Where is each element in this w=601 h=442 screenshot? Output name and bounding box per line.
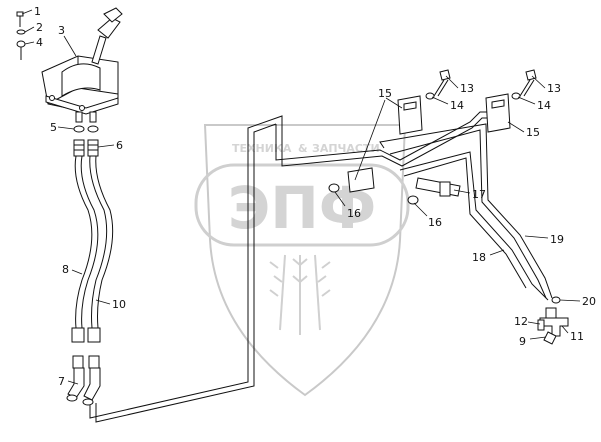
fitting-icon bbox=[545, 307, 557, 319]
callout-14-left: 14 bbox=[450, 99, 464, 112]
callout-8: 8 bbox=[62, 263, 69, 276]
washer-icon bbox=[425, 92, 435, 100]
callout-20: 20 bbox=[582, 295, 596, 308]
seal-ring-icon bbox=[73, 125, 85, 133]
seal-ring-icon bbox=[87, 125, 99, 133]
watermark: ТЕХНИКА & ЗАПЧАСТИ ЭПФ bbox=[194, 124, 410, 397]
washer-icon bbox=[511, 92, 521, 100]
elbow-fitting bbox=[83, 367, 101, 401]
callout-9: 9 bbox=[519, 335, 526, 348]
leader-lines bbox=[21, 9, 581, 385]
watermark-shield bbox=[203, 124, 407, 397]
callout-11: 11 bbox=[570, 330, 584, 343]
watermark-logo-frame bbox=[194, 163, 410, 247]
callout-12: 12 bbox=[514, 315, 528, 328]
callout-16-right: 16 bbox=[428, 216, 442, 229]
nut-icon bbox=[407, 195, 419, 205]
washer-icon bbox=[16, 29, 26, 35]
callout-17: 17 bbox=[472, 188, 486, 201]
callout-2: 2 bbox=[36, 21, 43, 34]
callout-15-left: 15 bbox=[378, 87, 392, 100]
bracket-right bbox=[485, 93, 511, 133]
callout-13-left: 13 bbox=[460, 82, 474, 95]
bolt-icon bbox=[433, 69, 451, 97]
clamp-plate bbox=[415, 177, 461, 197]
bracket-left bbox=[397, 95, 423, 135]
callout-16-left: 16 bbox=[347, 207, 361, 220]
clamp-plate bbox=[347, 167, 375, 193]
callout-19: 19 bbox=[550, 233, 564, 246]
callout-14-right: 14 bbox=[537, 99, 551, 112]
bolt-icon bbox=[519, 69, 537, 97]
washer-icon bbox=[551, 296, 561, 304]
watermark-ampersand: & bbox=[298, 142, 308, 155]
lever-handle bbox=[91, 35, 107, 65]
nut-icon bbox=[328, 183, 340, 193]
callout-15-right: 15 bbox=[526, 126, 540, 139]
fitting-icon bbox=[87, 139, 99, 157]
control-line bbox=[89, 115, 283, 423]
nut-icon bbox=[16, 40, 26, 48]
callout-1: 1 bbox=[34, 5, 41, 18]
callout-5: 5 bbox=[50, 121, 57, 134]
callout-10: 10 bbox=[112, 298, 126, 311]
callout-7: 7 bbox=[58, 375, 65, 388]
watermark-top-text: ТЕХНИКА bbox=[232, 142, 292, 155]
callout-18: 18 bbox=[472, 251, 486, 264]
hose-end-fitting bbox=[87, 327, 101, 343]
callout-3: 3 bbox=[58, 24, 65, 37]
hoses bbox=[66, 155, 114, 406]
tube-assembly bbox=[275, 111, 553, 301]
callouts: 1 2 4 3 5 6 8 10 7 15 13 14 13 14 15 16 … bbox=[34, 5, 596, 388]
fitting-icon bbox=[73, 139, 85, 157]
hose-end-fitting bbox=[71, 327, 85, 343]
control-lever-unit bbox=[16, 7, 123, 157]
watermark-wheat-icon bbox=[269, 254, 331, 335]
callout-13-right: 13 bbox=[547, 82, 561, 95]
callout-6: 6 bbox=[116, 139, 123, 152]
callout-4: 4 bbox=[36, 36, 43, 49]
